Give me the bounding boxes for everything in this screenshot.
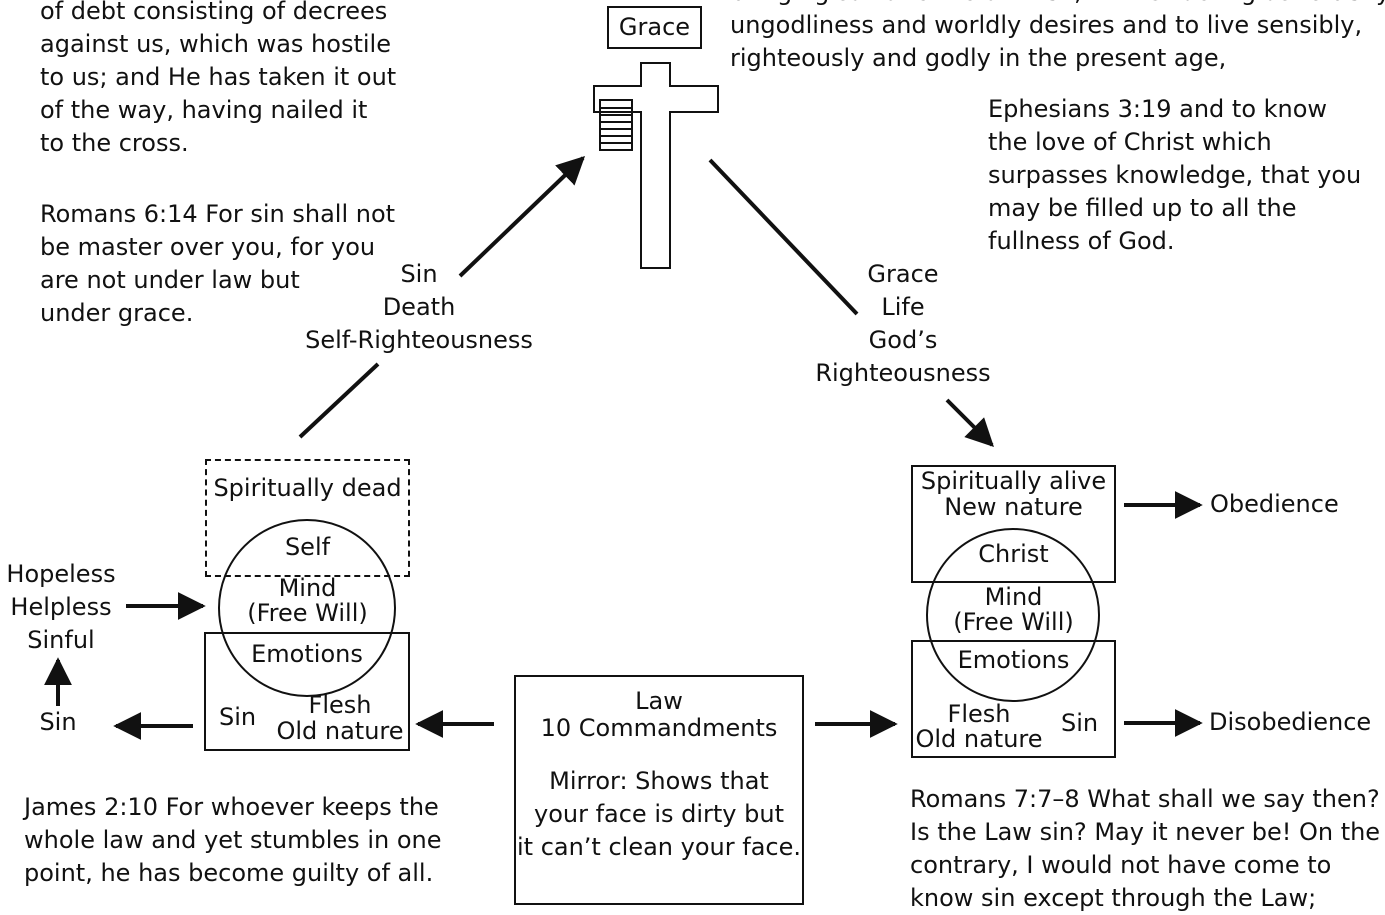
right-body-sin: Sin bbox=[1061, 709, 1099, 737]
right-circle-christ: Christ bbox=[978, 540, 1049, 568]
ephesians-3-19-line-2: the love of Christ which bbox=[988, 128, 1272, 156]
disobedience-label: Disobedience bbox=[1209, 708, 1372, 736]
james-2-10-line-3: point, he has become guilty of all. bbox=[24, 859, 434, 887]
right-spirit-box bbox=[911, 465, 1116, 583]
left-body-sin: Sin bbox=[219, 703, 257, 731]
verse-top-left-line-5: to the cross. bbox=[40, 129, 189, 157]
law-mirror-line-3: it can’t clean your face. bbox=[516, 833, 801, 861]
left-spirit-box bbox=[205, 459, 410, 577]
verse-top-left-line-3: to us; and He has taken it out bbox=[40, 63, 397, 91]
right-path-righteousness: Righteousness bbox=[815, 359, 991, 387]
law-title: Law bbox=[635, 687, 683, 715]
right-path-line-lower bbox=[945, 398, 994, 447]
left-body-old-nature: Old nature bbox=[276, 717, 404, 745]
verse-top-left-line-2: against us, which was hostile bbox=[40, 30, 391, 58]
right-body-flesh: Flesh bbox=[947, 700, 1011, 728]
right-free-will-label: (Free Will) bbox=[953, 608, 1074, 636]
left-self-circle bbox=[218, 519, 396, 697]
romans-7-7-line-4: know sin except through the Law; bbox=[910, 884, 1317, 912]
ladder-icon bbox=[599, 99, 633, 151]
right-mind-label: Mind bbox=[984, 583, 1043, 611]
verse-top-left-line-1: of debt consisting of decrees bbox=[40, 0, 388, 25]
verse-top-right-line-2: ungodliness and worldly desires and to l… bbox=[730, 11, 1363, 39]
left-state-sinful: Sinful bbox=[27, 626, 95, 654]
right-spirit-label: Spiritually alive bbox=[920, 467, 1107, 495]
left-path-line-lower bbox=[298, 362, 380, 439]
left-state-helpless: Helpless bbox=[10, 593, 112, 621]
ephesians-3-19-line-3: surpasses knowledge, that you bbox=[988, 161, 1362, 189]
right-path-line-upper bbox=[708, 158, 859, 316]
ephesians-3-19-line-4: may be filled up to all the bbox=[988, 194, 1297, 222]
right-path-life: Life bbox=[881, 293, 925, 321]
left-free-will-label: (Free Will) bbox=[247, 599, 368, 627]
law-ten-commandments: 10 Commandments bbox=[540, 714, 778, 742]
right-new-nature-label: New nature bbox=[944, 493, 1083, 521]
romans-7-7-line-1: Romans 7:7–8 What shall we say then? bbox=[910, 785, 1380, 813]
left-spirit-label: Spiritually dead bbox=[213, 474, 402, 502]
ephesians-3-19-line-5: fullness of God. bbox=[988, 227, 1175, 255]
romans-7-7-line-2: Is the Law sin? May it never be! On the bbox=[910, 818, 1381, 846]
left-state-hopeless: Hopeless bbox=[6, 560, 116, 588]
ephesians-3-19-line-1: Ephesians 3:19 and to know bbox=[988, 95, 1328, 123]
right-path-grace: Grace bbox=[867, 260, 939, 288]
left-body-flesh: Flesh bbox=[308, 691, 372, 719]
left-body-box bbox=[204, 632, 410, 751]
left-path-line-upper bbox=[458, 156, 586, 278]
james-2-10-line-1: James 2:10 For whoever keeps the bbox=[24, 793, 439, 821]
verse-top-left-line-4: of the way, having nailed it bbox=[40, 96, 368, 124]
grace-box bbox=[607, 6, 702, 49]
left-mind-label: Mind bbox=[278, 574, 337, 602]
law-mirror-line-1: Mirror: Shows that bbox=[549, 767, 769, 795]
cross-shape bbox=[593, 62, 719, 269]
right-body-old-nature: Old nature bbox=[915, 725, 1043, 753]
romans-6-14-line-4: under grace. bbox=[40, 299, 194, 327]
left-path-self-righteousness: Self-Righteousness bbox=[305, 326, 533, 354]
verse-top-right-line-1: bringing salvation to all men, 12 instru… bbox=[730, 0, 1385, 9]
romans-6-14-line-1: Romans 6:14 For sin shall not bbox=[40, 200, 396, 228]
left-path-sin: Sin bbox=[400, 260, 438, 288]
left-emotions-label: Emotions bbox=[251, 640, 363, 668]
law-mirror-line-2: your face is dirty but bbox=[533, 800, 784, 828]
romans-6-14-line-3: are not under law but bbox=[40, 266, 300, 294]
romans-6-14-line-2: be master over you, for you bbox=[40, 233, 376, 261]
right-emotions-label: Emotions bbox=[957, 646, 1070, 674]
left-circle-self: Self bbox=[284, 533, 331, 561]
obedience-label: Obedience bbox=[1210, 490, 1339, 518]
diagram-lines bbox=[44, 62, 1203, 740]
left-state-sin: Sin bbox=[39, 708, 77, 736]
right-path-gods: God’s bbox=[868, 326, 938, 354]
james-2-10-line-2: whole law and yet stumbles in one bbox=[24, 826, 442, 854]
verse-top-right-line-3: righteously and godly in the present age… bbox=[730, 44, 1227, 72]
right-self-circle bbox=[926, 528, 1100, 702]
left-path-death: Death bbox=[382, 293, 456, 321]
right-body-box bbox=[911, 640, 1116, 758]
romans-7-7-line-3: contrary, I would not have come to bbox=[910, 851, 1332, 879]
grace-label: Grace bbox=[618, 13, 691, 41]
